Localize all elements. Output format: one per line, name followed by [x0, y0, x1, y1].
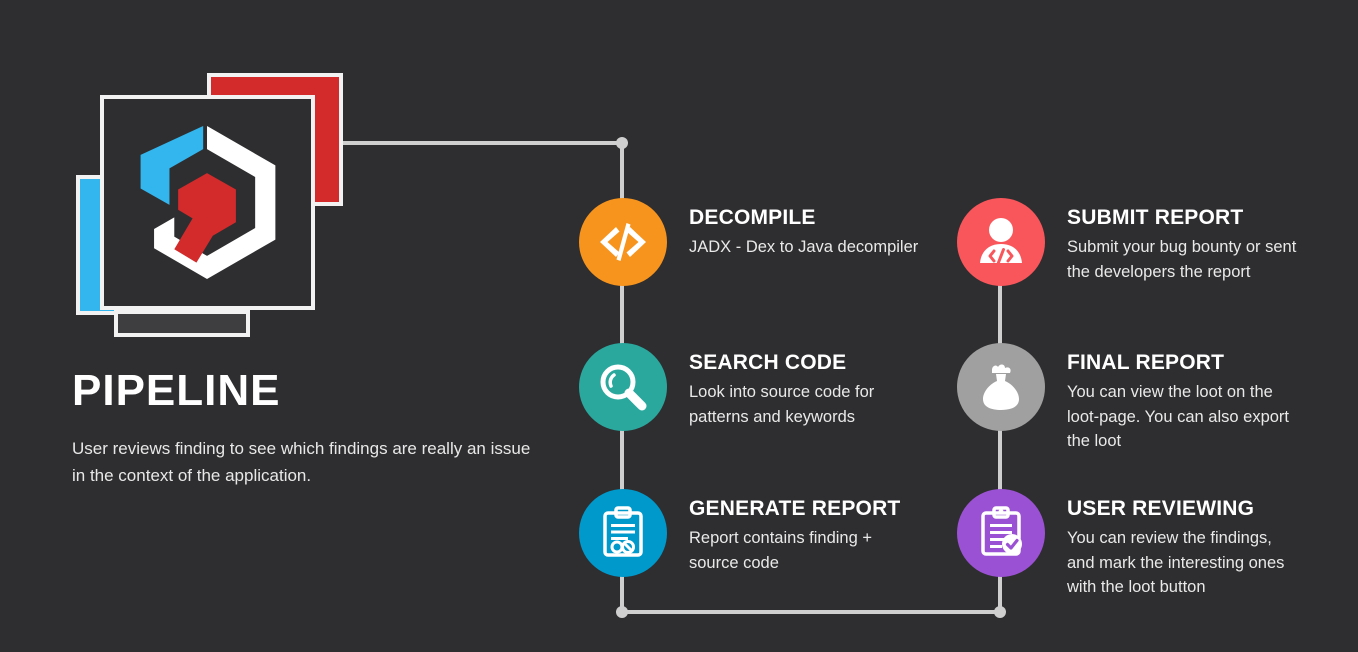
connector-dot-top-corner — [616, 137, 628, 149]
logo-card-gray — [114, 310, 250, 337]
node-final-report-title: FINAL REPORT — [1067, 351, 1225, 374]
desc-line: patterns and keywords — [689, 407, 856, 426]
node-search-code[interactable]: SEARCH CODE Look into source code for pa… — [579, 343, 989, 431]
code-brackets-icon — [600, 223, 646, 261]
connector-dot-bottom-left — [616, 606, 628, 618]
node-final-report[interactable]: FINAL REPORT You can view the loot on th… — [957, 343, 1342, 453]
desc-line: the developers the report — [1067, 262, 1251, 281]
node-decompile-text: DECOMPILE JADX - Dex to Java decompiler — [689, 198, 989, 260]
node-user-reviewing-text: USER REVIEWING You can review the findin… — [1067, 489, 1342, 599]
connector-dot-bottom-right — [994, 606, 1006, 618]
node-final-report-circle[interactable] — [957, 343, 1045, 431]
hexagon-code-logo-icon — [140, 125, 276, 280]
node-decompile-title: DECOMPILE — [689, 206, 816, 229]
desc-line: You can review the findings, — [1067, 529, 1272, 548]
node-generate-report-desc: Report contains finding + source code — [689, 526, 989, 575]
node-submit-report-circle[interactable] — [957, 198, 1045, 286]
page-title: PIPELINE — [72, 366, 281, 415]
node-generate-report-title: GENERATE REPORT — [689, 497, 901, 520]
desc-line: with the loot button — [1067, 577, 1206, 596]
desc-line: You can view the loot on the — [1067, 383, 1273, 402]
node-user-reviewing[interactable]: USER REVIEWING You can review the findin… — [957, 489, 1342, 599]
desc-line: and mark the interesting ones — [1067, 553, 1285, 572]
magnifier-icon — [600, 364, 647, 411]
logo-card-main — [100, 95, 315, 310]
desc-line: loot-page. You can also export — [1067, 407, 1290, 426]
node-search-code-desc: Look into source code for patterns and k… — [689, 380, 989, 429]
node-submit-report[interactable]: SUBMIT REPORT Submit your bug bounty or … — [957, 198, 1342, 286]
desc-line: the loot — [1067, 431, 1122, 450]
node-decompile-desc: JADX - Dex to Java decompiler — [689, 235, 989, 259]
desc-line: Look into source code for — [689, 383, 875, 402]
node-submit-report-desc: Submit your bug bounty or sent the devel… — [1067, 235, 1342, 284]
clipboard-report-icon — [603, 506, 643, 557]
page-description: User reviews finding to see which findin… — [72, 439, 531, 485]
title-block: PIPELINE User reviews finding to see whi… — [72, 366, 542, 489]
node-final-report-text: FINAL REPORT You can view the loot on th… — [1067, 343, 1342, 453]
node-search-code-text: SEARCH CODE Look into source code for pa… — [689, 343, 989, 429]
desc-line: source code — [689, 553, 779, 572]
node-generate-report-text: GENERATE REPORT Report contains finding … — [689, 489, 989, 575]
node-decompile[interactable]: DECOMPILE JADX - Dex to Java decompiler — [579, 198, 989, 286]
desc-line: JADX - Dex to Java decompiler — [689, 238, 919, 257]
clipboard-check-icon — [981, 506, 1022, 556]
desc-line: Submit your bug bounty or sent — [1067, 238, 1297, 257]
node-user-reviewing-desc: You can review the findings, and mark th… — [1067, 526, 1342, 599]
node-submit-report-title: SUBMIT REPORT — [1067, 206, 1244, 229]
node-generate-report-circle[interactable] — [579, 489, 667, 577]
node-decompile-circle[interactable] — [579, 198, 667, 286]
node-generate-report[interactable]: GENERATE REPORT Report contains finding … — [579, 489, 989, 577]
node-search-code-title: SEARCH CODE — [689, 351, 847, 374]
user-code-icon — [980, 218, 1022, 264]
node-final-report-desc: You can view the loot on the loot-page. … — [1067, 380, 1342, 453]
node-user-reviewing-circle[interactable] — [957, 489, 1045, 577]
connector-top-horizontal — [343, 141, 624, 145]
connector-bottom-horizontal — [620, 610, 1002, 614]
node-user-reviewing-title: USER REVIEWING — [1067, 497, 1255, 520]
desc-line: Report contains finding + — [689, 529, 872, 548]
loot-bag-icon — [983, 364, 1019, 410]
node-search-code-circle[interactable] — [579, 343, 667, 431]
node-submit-report-text: SUBMIT REPORT Submit your bug bounty or … — [1067, 198, 1342, 284]
